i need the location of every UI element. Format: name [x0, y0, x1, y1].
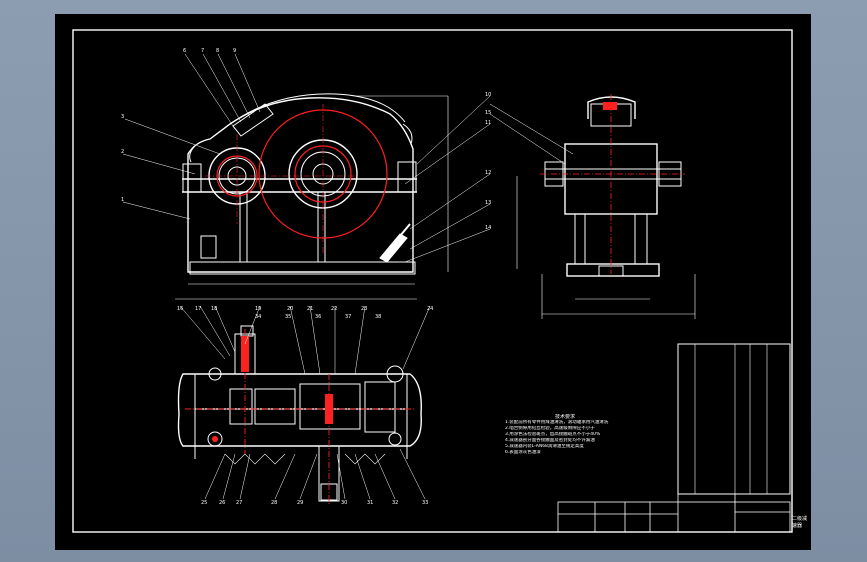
part-balloon: 19: [255, 306, 262, 312]
part-balloon: 23: [361, 306, 368, 312]
part-balloon: 12: [485, 170, 492, 176]
part-balloon: 15: [485, 110, 492, 116]
part-balloon: 32: [392, 500, 399, 506]
part-balloon: 28: [271, 500, 278, 506]
part-balloon: 35: [285, 314, 292, 320]
outer-frame: [72, 29, 793, 533]
part-balloon: 17: [195, 306, 202, 312]
plan-view: [177, 325, 422, 502]
part-balloon: 7: [201, 48, 205, 54]
part-balloon: 37: [345, 314, 352, 320]
part-balloon: 1: [121, 197, 125, 203]
drawing-title: 二级减速器: [792, 516, 808, 529]
gear-reducer-assembly-drawing: [72, 29, 793, 533]
part-balloon: 30: [341, 500, 348, 506]
part-balloon: 25: [201, 500, 208, 506]
part-balloon: 21: [307, 306, 314, 312]
part-balloon: 10: [485, 92, 492, 98]
technical-requirements: 技术要求 1.装配前所有零件用煤油清洗，滚动轴承用汽油清洗 2.啮合侧隙用铅丝检…: [505, 414, 625, 456]
part-balloon: 9: [233, 48, 237, 54]
plan-view-red: [185, 329, 415, 504]
notes-title: 技术要求: [554, 414, 575, 420]
part-balloon: 6: [183, 48, 187, 54]
part-balloon: 11: [485, 120, 492, 126]
notes-line: 4.减速器剖分面各接触面及密封处均不许漏油: [505, 438, 595, 443]
leader-lines: [122, 53, 574, 500]
notes-line: 3.用涂色法检验斑点，齿高接触斑点不小于40%: [505, 432, 601, 437]
part-balloon: 20: [287, 306, 294, 312]
parts-list: [677, 343, 791, 495]
front-view: [175, 93, 449, 300]
part-balloon: 29: [297, 500, 304, 506]
part-balloon: 8: [216, 48, 220, 54]
side-view: [516, 96, 696, 319]
drawing-sheet: 技术要求 1.装配前所有零件用煤油清洗，滚动轴承用汽油清洗 2.啮合侧隙用铅丝检…: [55, 14, 811, 550]
part-balloon: 26: [219, 500, 226, 506]
notes-line: 2.啮合侧隙用铅丝检验，高速级侧隙应不小于: [505, 426, 595, 431]
part-balloon: 36: [315, 314, 322, 320]
part-balloon: 34: [255, 314, 262, 320]
part-balloon: 16: [177, 306, 184, 312]
part-balloon: 22: [331, 306, 338, 312]
front-view-gears: [205, 104, 388, 254]
notes-line: 6.表面涂灰色油漆: [505, 450, 541, 455]
notes-line: 1.装配前所有零件用煤油清洗，滚动轴承用汽油清洗: [505, 420, 609, 425]
part-balloon: 2: [121, 149, 125, 155]
title-block: [557, 493, 791, 533]
part-balloon: 13: [485, 200, 492, 206]
part-balloon: 27: [236, 500, 243, 506]
part-balloon: 31: [367, 500, 374, 506]
part-balloon: 14: [485, 225, 492, 231]
part-balloon: 18: [211, 306, 218, 312]
notes-line: 5.减速器内装L-AN68润滑油至规定高度: [505, 444, 584, 449]
part-balloon: 38: [375, 314, 382, 320]
part-balloon: 33: [422, 500, 429, 506]
part-balloon: 24: [427, 306, 434, 312]
side-view-centerlines: [540, 94, 685, 274]
part-balloon: 3: [121, 114, 125, 120]
